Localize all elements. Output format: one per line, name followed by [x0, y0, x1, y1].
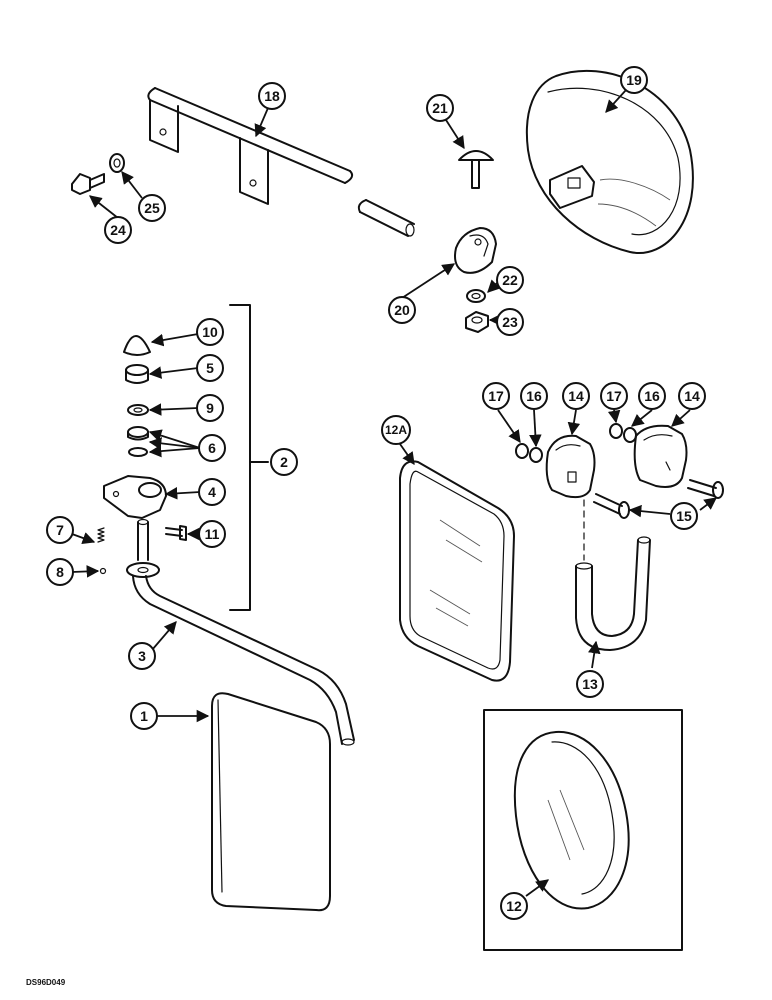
callout-9: 9: [196, 394, 224, 422]
callout-4: 4: [198, 478, 226, 506]
callout-23: 23: [496, 308, 524, 336]
bolt-part: [71, 173, 105, 195]
washers-6-part: [127, 426, 149, 457]
callout-label-15: 15: [676, 508, 692, 524]
mirror-12a-part: [399, 460, 515, 682]
u-bar-part: [575, 499, 651, 651]
washers-16-17-left: [515, 443, 543, 463]
callout-label-3: 3: [138, 648, 146, 664]
callout-16-right: 16: [638, 382, 666, 410]
callout-5: 5: [196, 354, 224, 382]
callout-label-25: 25: [144, 200, 160, 216]
assembly-bracket: [229, 304, 269, 611]
callout-20: 20: [388, 296, 416, 324]
callout-label-9: 9: [206, 400, 214, 416]
callout-label-24: 24: [110, 222, 126, 238]
callout-24: 24: [104, 216, 132, 244]
callout-label-20: 20: [394, 302, 410, 318]
mirror-arm-part: [126, 518, 355, 746]
callout-label-14-left: 14: [568, 388, 584, 404]
callout-label-18: 18: [264, 88, 280, 104]
callout-22: 22: [496, 266, 524, 294]
document-id: DS96D049: [26, 978, 66, 987]
callout-label-10: 10: [202, 324, 218, 340]
washer-part: [109, 153, 125, 173]
callout-10: 10: [196, 318, 224, 346]
callout-15: 15: [670, 502, 698, 530]
callout-label-2: 2: [280, 454, 288, 470]
callout-17-right: 17: [600, 382, 628, 410]
round-mirror-part: [525, 69, 694, 254]
callout-label-6: 6: [208, 440, 216, 456]
callout-16-left: 16: [520, 382, 548, 410]
callout-12: 12: [500, 892, 528, 920]
callout-2: 2: [270, 448, 298, 476]
mounting-bar-part: [147, 87, 415, 237]
callout-21: 21: [426, 94, 454, 122]
callout-label-22: 22: [502, 272, 518, 288]
nut-part: [465, 311, 489, 333]
callout-label-4: 4: [208, 484, 216, 500]
cap-part: [123, 335, 151, 356]
washers-16-17-right: [609, 423, 637, 443]
leader-lines: [71, 89, 718, 897]
callout-label-13: 13: [582, 676, 598, 692]
bracket-part: [103, 475, 167, 519]
callout-label-12: 12: [506, 898, 522, 914]
inset-box: [483, 709, 683, 951]
callout-18: 18: [258, 82, 286, 110]
clamp-14-left-part: [545, 434, 596, 499]
callout-label-16-right: 16: [644, 388, 660, 404]
ball-part: [99, 567, 107, 575]
callout-25: 25: [138, 194, 166, 222]
callout-label-21: 21: [432, 100, 448, 116]
callout-1: 1: [130, 702, 158, 730]
washer-part-22: [466, 289, 486, 303]
callout-3: 3: [128, 642, 156, 670]
rectangular-mirror-part: [211, 692, 331, 912]
callout-14-left: 14: [562, 382, 590, 410]
callout-label-23: 23: [502, 314, 518, 330]
callout-19: 19: [620, 66, 648, 94]
callout-12a: 12A: [381, 415, 411, 445]
callout-6: 6: [198, 434, 226, 462]
callout-7: 7: [46, 516, 74, 544]
callout-label-14-right: 14: [684, 388, 700, 404]
oval-mirror-part: [513, 730, 630, 910]
washer-9-part: [127, 404, 149, 416]
callout-label-19: 19: [626, 72, 642, 88]
screw-part: [165, 525, 187, 541]
bushing-part: [125, 364, 149, 384]
carriage-bolt-part: [458, 150, 494, 189]
callout-13: 13: [576, 670, 604, 698]
callout-11: 11: [198, 520, 226, 548]
clamp-part: [454, 227, 497, 274]
callout-label-17-left: 17: [488, 388, 504, 404]
callout-label-8: 8: [56, 564, 64, 580]
callout-label-1: 1: [140, 708, 148, 724]
callout-label-12a: 12A: [385, 423, 407, 437]
clamp-14-right-part: [633, 424, 688, 488]
callout-label-5: 5: [206, 360, 214, 376]
callout-14-right: 14: [678, 382, 706, 410]
callout-label-16-left: 16: [526, 388, 542, 404]
callout-label-11: 11: [205, 526, 220, 542]
callout-17-left: 17: [482, 382, 510, 410]
spring-part: [97, 527, 105, 543]
callout-8: 8: [46, 558, 74, 586]
callout-label-7: 7: [56, 522, 64, 538]
callout-label-17-right: 17: [606, 388, 622, 404]
